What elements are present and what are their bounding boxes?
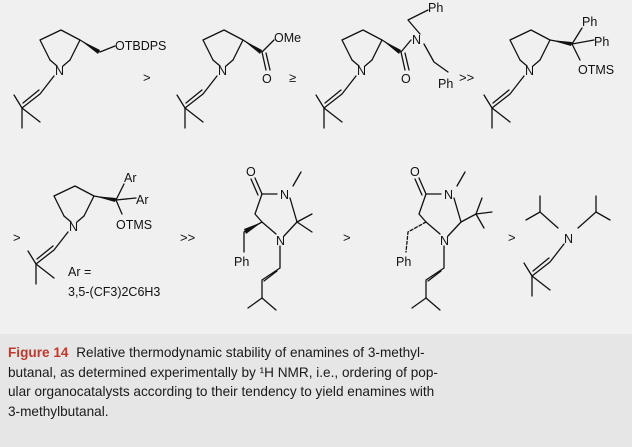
ar-label: Ar [136,193,149,207]
comparator: > [143,70,151,85]
atom-o: O [262,72,272,86]
ph-label: Ph [594,35,609,49]
comparator: > [13,230,21,245]
atom-labels: N N N N N O O N O N N O N N N [55,33,573,248]
comparator: > [343,230,351,245]
ph-label: Ph [396,255,411,269]
atom-n: N [357,64,366,78]
otbdps-label: OTBDPS [115,39,166,53]
otms-label: OTMS [578,63,614,77]
ar-definition-formula: 3,5-(CF3)2C6H3 [68,285,160,299]
structure-4 [483,27,595,129]
ar-label: Ar [124,171,137,185]
structure-8 [523,195,611,297]
caption-line: ular organocatalysts according to their … [8,384,435,399]
otms-label: OTMS [116,218,152,232]
caption-line: butanal, as determined experimentally by… [8,364,438,380]
structure-6 [243,171,313,311]
atom-n: N [218,64,227,78]
atom-o: O [410,165,420,179]
atom-n: N [444,188,453,202]
atom-o: O [246,165,256,179]
comparators: > ≥ >> > >> > > [13,70,516,245]
ar-definition: Ar = [68,265,91,279]
ome-label: OMe [274,31,301,45]
atom-n: N [276,234,285,248]
comparator: >> [459,70,474,85]
figure-caption: Figure 14 Relative thermodynamic stabili… [0,334,632,447]
atom-n: N [440,234,449,248]
ph-label: Ph [428,1,443,15]
stereo-wedges [80,40,572,234]
structure-3 [315,9,449,129]
atom-o: O [401,72,411,86]
enamine-structures: N N N N N O O N O N N O N N N OTBDPS OMe [13,1,614,311]
reaction-scheme: N N N N N O O N O N N O N N N OTBDPS OMe [0,0,632,334]
atom-n: N [525,64,534,78]
ph-label: Ph [438,77,453,91]
figure-label: Figure 14 [8,345,69,360]
comparator: > [508,230,516,245]
structure-2 [176,29,275,129]
comparator: ≥ [289,70,296,85]
ph-label: Ph [234,255,249,269]
structure-1 [13,29,116,129]
structure-7 [405,171,493,311]
ph-label: Ph [582,15,597,29]
caption-line: 3-methylbutanal. [8,403,109,419]
atom-n: N [412,33,421,47]
substituent-labels: OTBDPS OMe Ph Ph Ph Ph OTMS Ar Ar OTMS A… [68,1,614,299]
atom-n: N [69,220,78,234]
atom-n: N [55,64,64,78]
atom-n: N [564,232,573,246]
caption-line: Relative thermodynamic stability of enam… [76,345,425,360]
atom-n: N [280,188,289,202]
comparator: >> [180,230,195,245]
